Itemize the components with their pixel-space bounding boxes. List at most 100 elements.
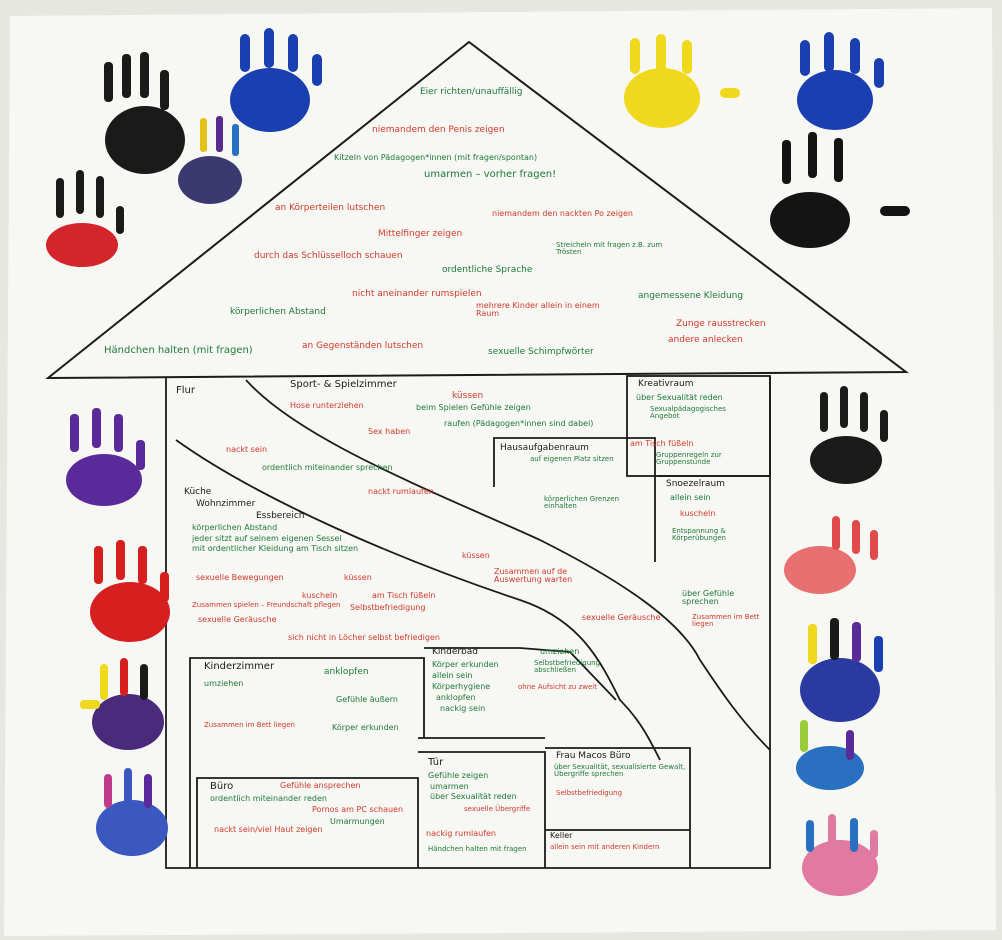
kinderzimmer-item: Gefühle äußern [336, 695, 398, 704]
hand-black-topleft [104, 52, 185, 174]
roof-item: an Gegenständen lutschen [302, 341, 424, 351]
roof-outline [45, 40, 909, 380]
kueche-item: kuscheln [302, 591, 338, 600]
buero-item: Umarmungen [330, 817, 385, 826]
roof-item: mehrere Kinder allein in einem Raum [476, 301, 600, 319]
hand-red-left [90, 540, 170, 642]
kreativ-item: am Tisch füßeln [630, 439, 694, 448]
kueche-item: Zusammen spielen – Freundschaft pflegen [192, 601, 341, 609]
fraumacos-item: über Sexualität, sexualisierte Gewalt, Ü… [554, 763, 686, 779]
sport-item: raufen (Pädagogen*innen sind dabei) [444, 419, 594, 428]
hand-black-midright [810, 386, 888, 484]
hand-blue-purple-left [96, 768, 168, 856]
fraumacos-walls [545, 747, 691, 868]
kueche-item: sexuelle Bewegungen [196, 573, 284, 582]
hand-black-right [770, 132, 910, 248]
roof-item: durch das Schlüsselloch schauen [254, 251, 403, 261]
roof-item: angemessene Kleidung [638, 291, 744, 301]
roof-item: nicht aneinander rumspielen [352, 289, 482, 299]
buero-item: Pornos am PC schauen [312, 805, 404, 814]
buero-item: nackt sein/viel Haut zeigen [214, 825, 323, 834]
kueche-item: sexuelle Geräusche [582, 613, 661, 622]
snoezel-item: Entspannung & Körperübungen [672, 527, 726, 543]
roof-item: andere anlecken [668, 335, 743, 345]
kinderbad-item: Körperhygiene [432, 682, 491, 691]
buero-item: ordentlich miteinander reden [210, 794, 327, 803]
sport-title: Sport- & Spielzimmer [290, 379, 397, 390]
tuer-item: nackig rumlaufen [426, 829, 497, 838]
kueche-item: Zusammen auf de Auswertung warten [494, 567, 573, 585]
kueche-item: küssen [462, 551, 490, 560]
buero-title: Büro [210, 781, 234, 792]
kueche-item: am Tisch füßeln [372, 591, 436, 600]
keller-title: Keller [550, 831, 573, 840]
flur-item: nackt rumlaufen [368, 487, 434, 496]
kinderbad-item: allein sein [432, 671, 473, 680]
kinderbad-item: ohne Aufsicht zu zweit [518, 683, 597, 691]
house-floorplan [165, 375, 771, 869]
hand-red-black-left [46, 170, 124, 267]
kinderbad-item: umziehen [540, 647, 580, 656]
sport-item: küssen [452, 391, 484, 401]
kueche-item: mit ordentlicher Kleidung am Tisch sitze… [192, 544, 359, 553]
hand-multicolor-right [800, 618, 883, 722]
roof-item: Mittelfinger zeigen [378, 229, 463, 239]
hausaufgaben-title: Hausaufgabenraum [500, 443, 589, 453]
snoezel-item: kuscheln [680, 509, 716, 518]
kueche-title: Küche [184, 487, 212, 497]
hand-multicolor-left [80, 658, 164, 750]
tuer-item: Händchen halten mit fragen [428, 845, 527, 853]
kueche-subtitle: Wohnzimmer [196, 499, 256, 509]
roof-item: niemandem den nackten Po zeigen [492, 209, 633, 218]
paper-sheet [4, 8, 996, 936]
hand-multicolor-lowright [796, 720, 864, 790]
hand-blue-topright [797, 32, 884, 130]
sport-item: Sex haben [368, 427, 411, 436]
kueche-item: jeder sitzt auf seinem eigenen Sessel [192, 534, 342, 543]
kreativ-item: Gruppenregeln zur Gruppenstunde [656, 451, 722, 467]
kinderzimmer-item: Zusammen im Bett liegen [204, 721, 295, 729]
fraumacos-item: Selbstbefriedigung [556, 789, 623, 797]
hand-yellow-top [624, 34, 740, 128]
kinderbad-item: anklopfen [436, 693, 476, 702]
roof-item: sexuelle Schimpfwörter [488, 347, 594, 357]
kueche-item: körperlichen Abstand [192, 523, 278, 532]
flur-line-b [175, 439, 661, 761]
hand-pink-blue-right [802, 814, 878, 896]
kreativ-title: Kreativraum [638, 379, 694, 389]
hand-red-faint-right [784, 516, 878, 594]
roof-item: ordentliche Sprache [442, 265, 533, 275]
handprints [46, 28, 910, 896]
snoezel-item: Zusammen im Bett liegen [692, 613, 760, 629]
tuer-item: sexuelle Übergriffe [464, 805, 531, 813]
roof-item: Kitzeln von Pädagogen*innen (mit fragen/… [334, 153, 538, 162]
keller-item: allein sein mit anderen Kindern [550, 843, 660, 851]
kinderbad-top [424, 647, 617, 701]
hand-purple-left [66, 408, 145, 506]
roof-item: Streicheln mit fragen z.B. zum Trösten [556, 241, 663, 257]
hausaufgaben-walls [493, 437, 656, 562]
kinderbad-item: Selbstbefriedigung abschließen [534, 659, 601, 675]
hand-blue-top [230, 28, 322, 132]
kinderzimmer-walls [189, 657, 425, 868]
kueche-item: sexuelle Geräusche [198, 615, 277, 624]
roof-item: Eier richten/unauffällig [420, 87, 523, 97]
hausaufgaben-item: körperlichen Grenzen einhalten [544, 495, 620, 511]
snoezel-title: Snoezelraum [666, 479, 725, 489]
kueche-item: Selbstbefriedigung [350, 603, 426, 612]
buero-walls [196, 777, 419, 868]
roof-item: an Körperteilen lutschen [275, 203, 386, 213]
sport-item: Hose runterziehen [290, 401, 364, 410]
kinderbad-item: Körper erkunden [432, 660, 499, 669]
kueche-item: küssen [344, 573, 372, 582]
tuer-title: Tür [428, 757, 444, 768]
kreativ-item: Sexualpädagogisches Angebot [650, 405, 726, 421]
flur-item: ordentlich miteinander sprechen [262, 463, 393, 472]
buero-item: Gefühle ansprechen [280, 781, 361, 790]
snoezel-item: allein sein [670, 493, 711, 502]
kreativ-item: über Sexualität reden [636, 393, 723, 402]
kinderzimmer-title: Kinderzimmer [204, 661, 275, 672]
tuer-item: Gefühle zeigen [428, 771, 489, 780]
sport-item: beim Spielen Gefühle zeigen [416, 403, 531, 412]
